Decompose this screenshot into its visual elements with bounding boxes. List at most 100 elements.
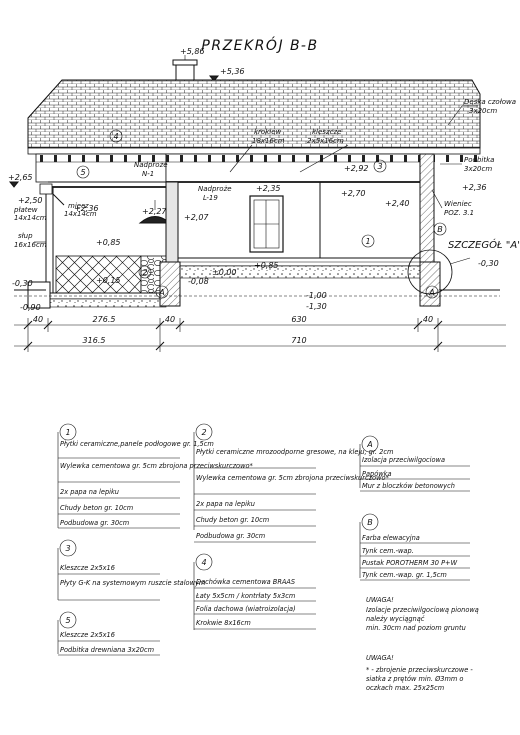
eave-band xyxy=(27,147,481,155)
svg-text:3: 3 xyxy=(65,544,70,553)
elevation-wall-top: +2,92 xyxy=(344,164,369,173)
dim-row2-1: 710 xyxy=(291,336,306,345)
svg-text:* - zbrojenie przeciwskurczowe: * - zbrojenie przeciwskurczowe - xyxy=(366,666,473,674)
svg-text:4: 4 xyxy=(201,558,206,567)
label-slup: słup xyxy=(18,232,33,240)
marker-a-left: A xyxy=(158,288,164,297)
foundation-right xyxy=(419,261,441,307)
label-wieniec-b: POZ. 3.1 xyxy=(444,209,474,217)
elevation-floor-zero: ±0,00 xyxy=(212,268,237,277)
marker-1: 1 xyxy=(365,237,370,246)
legend-4-item-3: Krokwie 8x16cm xyxy=(196,619,251,627)
dimension-lines xyxy=(14,318,506,352)
joist-tick xyxy=(404,155,407,162)
legend-1-item-4: Podbudowa gr. 30cm xyxy=(60,519,129,527)
legend-2-item-4: Podbudowa gr. 30cm xyxy=(196,532,265,540)
legend-a-item-0: Izolacja przeciwilgociowa xyxy=(362,456,445,464)
label-miecz-size: 14x14cm xyxy=(64,210,97,218)
legend-b-item-3: Tynk cem.-wap. gr. 1,5cm xyxy=(362,571,447,579)
elevation-porch-beam: +2,50 xyxy=(18,196,43,205)
elevation-window-sill-inner: +0,85 xyxy=(254,261,279,270)
legend-b: B Farba elewacyjna Tynk cem.-wap. Pustak… xyxy=(359,513,470,581)
elevation-eave-left: +2,65 xyxy=(8,173,33,182)
legend-1-item-2: 2x papa na lepiku xyxy=(60,488,119,496)
label-nadproze-n1-b: N-1 xyxy=(142,170,154,178)
legend-4: 4 Dachówka cementowa BRAAS Łaty 5x5cm / … xyxy=(193,553,316,630)
dim-row2-0: 316.5 xyxy=(83,336,106,345)
joist-tick xyxy=(208,155,211,162)
elevation-eave-right: +2,36 xyxy=(462,183,487,192)
joist-tick xyxy=(390,155,393,162)
marker-5: 5 xyxy=(80,168,85,177)
label-deska-czolowa-size: 3x20cm xyxy=(469,107,497,115)
legend-a-item-2: Mur z bloczków betonowych xyxy=(362,482,455,490)
foundation-left xyxy=(27,281,51,309)
label-podbitka-size: 3x20cm xyxy=(464,165,492,173)
legend-2-item-0: Płytki ceramiczne mrozoodporne gresowe, … xyxy=(196,448,393,456)
legend-1-item-0: Płytki ceramiczne,panele podłogowe gr. 1… xyxy=(60,440,214,448)
joist-tick xyxy=(278,155,281,162)
legend-b-item-1: Tynk cem.-wap. xyxy=(362,547,414,555)
elevation-footing-left: -0,90 xyxy=(20,303,41,312)
joist-tick xyxy=(362,155,365,162)
elevation-step: -0,08 xyxy=(188,277,209,286)
legend-b-item-2: Pustak POROTHERM 30 P+W xyxy=(362,559,458,567)
joist-tick xyxy=(264,155,267,162)
joist-tick xyxy=(68,155,71,162)
elevation-ground-right: -0,30 xyxy=(478,259,499,268)
legend-a: A Izolacja przeciwilgociowa Papówka Mur … xyxy=(359,435,470,492)
elevation-porch-ceiling: +2,36 xyxy=(74,204,99,213)
elevation-ground-left: -0,30 xyxy=(12,279,33,288)
svg-text:siatka z prętów min. Ø3mm o: siatka z prętów min. Ø3mm o xyxy=(366,675,463,683)
legend-1-item-1: Wylewka cementowa gr. 5cm zbrojona przec… xyxy=(60,462,253,470)
porch-beam xyxy=(39,183,53,195)
label-platew: płatew xyxy=(13,206,38,214)
drawing-title: PRZEKRÓJ B-B xyxy=(201,36,318,54)
joist-tick xyxy=(376,155,379,162)
svg-text:należy wyciągnąć: należy wyciągnąć xyxy=(366,615,425,623)
label-krokiew: krokiew xyxy=(254,128,282,136)
joist-tick xyxy=(334,155,337,162)
label-krokiew-size: 18x16cm xyxy=(252,137,285,145)
joist-tick xyxy=(110,155,113,162)
joist-tick xyxy=(166,155,169,162)
note-2: UWAGA! * - zbrojenie przeciwskurczowe - … xyxy=(366,654,473,692)
legend-5: 5 Kleszcze 2x5x16 Podbitka drewniana 3x2… xyxy=(57,611,160,656)
legend-4-item-1: Łaty 5x5cm / kontrłaty 5x3cm xyxy=(195,592,295,600)
joist-tick xyxy=(54,155,57,162)
joist-tick xyxy=(152,155,155,162)
joist-tick xyxy=(124,155,127,162)
label-deska-czolowa: Deska czołowa xyxy=(464,98,516,106)
joist-tick xyxy=(194,155,197,162)
svg-text:1: 1 xyxy=(65,428,70,437)
elevation-ceiling-right: +2,40 xyxy=(385,199,410,208)
svg-text:Izolacje przeciwilgociową pion: Izolacje przeciwilgociową pionową xyxy=(366,606,479,614)
elevation-lintel-inner: +2,35 xyxy=(256,184,281,193)
terrace-slab xyxy=(45,292,167,308)
label-kleszcze-size: 2x5x16cm xyxy=(307,137,344,145)
marker-4: 4 xyxy=(113,132,118,141)
dim-row1-0: 40 xyxy=(33,315,43,324)
label-kleszcze: kleszcze xyxy=(312,128,341,136)
joist-tick xyxy=(474,155,477,162)
joist-tick xyxy=(306,155,309,162)
legend-2-item-2: 2x papa na lepiku xyxy=(196,500,255,508)
legend-a-item-1: Papówka xyxy=(362,470,392,478)
joist-tick xyxy=(138,155,141,162)
note-1: UWAGA! Izolacje przeciwilgociową pionową… xyxy=(366,596,479,632)
joist-tick xyxy=(96,155,99,162)
dim-row1-1: 276.5 xyxy=(93,315,116,324)
porch-lattice xyxy=(55,255,142,294)
legend-3: 3 Kleszcze 2x5x16 Płyty G-K na systemowy… xyxy=(57,539,205,601)
joist-tick xyxy=(348,155,351,162)
legend-b-item-0: Farba elewacyjna xyxy=(362,534,420,542)
dim-row1-2: 40 xyxy=(165,315,175,324)
svg-text:UWAGA!: UWAGA! xyxy=(366,654,394,662)
foundation-mid xyxy=(159,261,181,307)
svg-text:UWAGA!: UWAGA! xyxy=(366,596,394,604)
marker-b: B xyxy=(437,225,443,234)
legend-4-item-2: Folia dachowa (wiatroizolacja) xyxy=(196,605,296,613)
joist-tick xyxy=(82,155,85,162)
elevation-chimney-top: +5,86 xyxy=(180,47,205,56)
